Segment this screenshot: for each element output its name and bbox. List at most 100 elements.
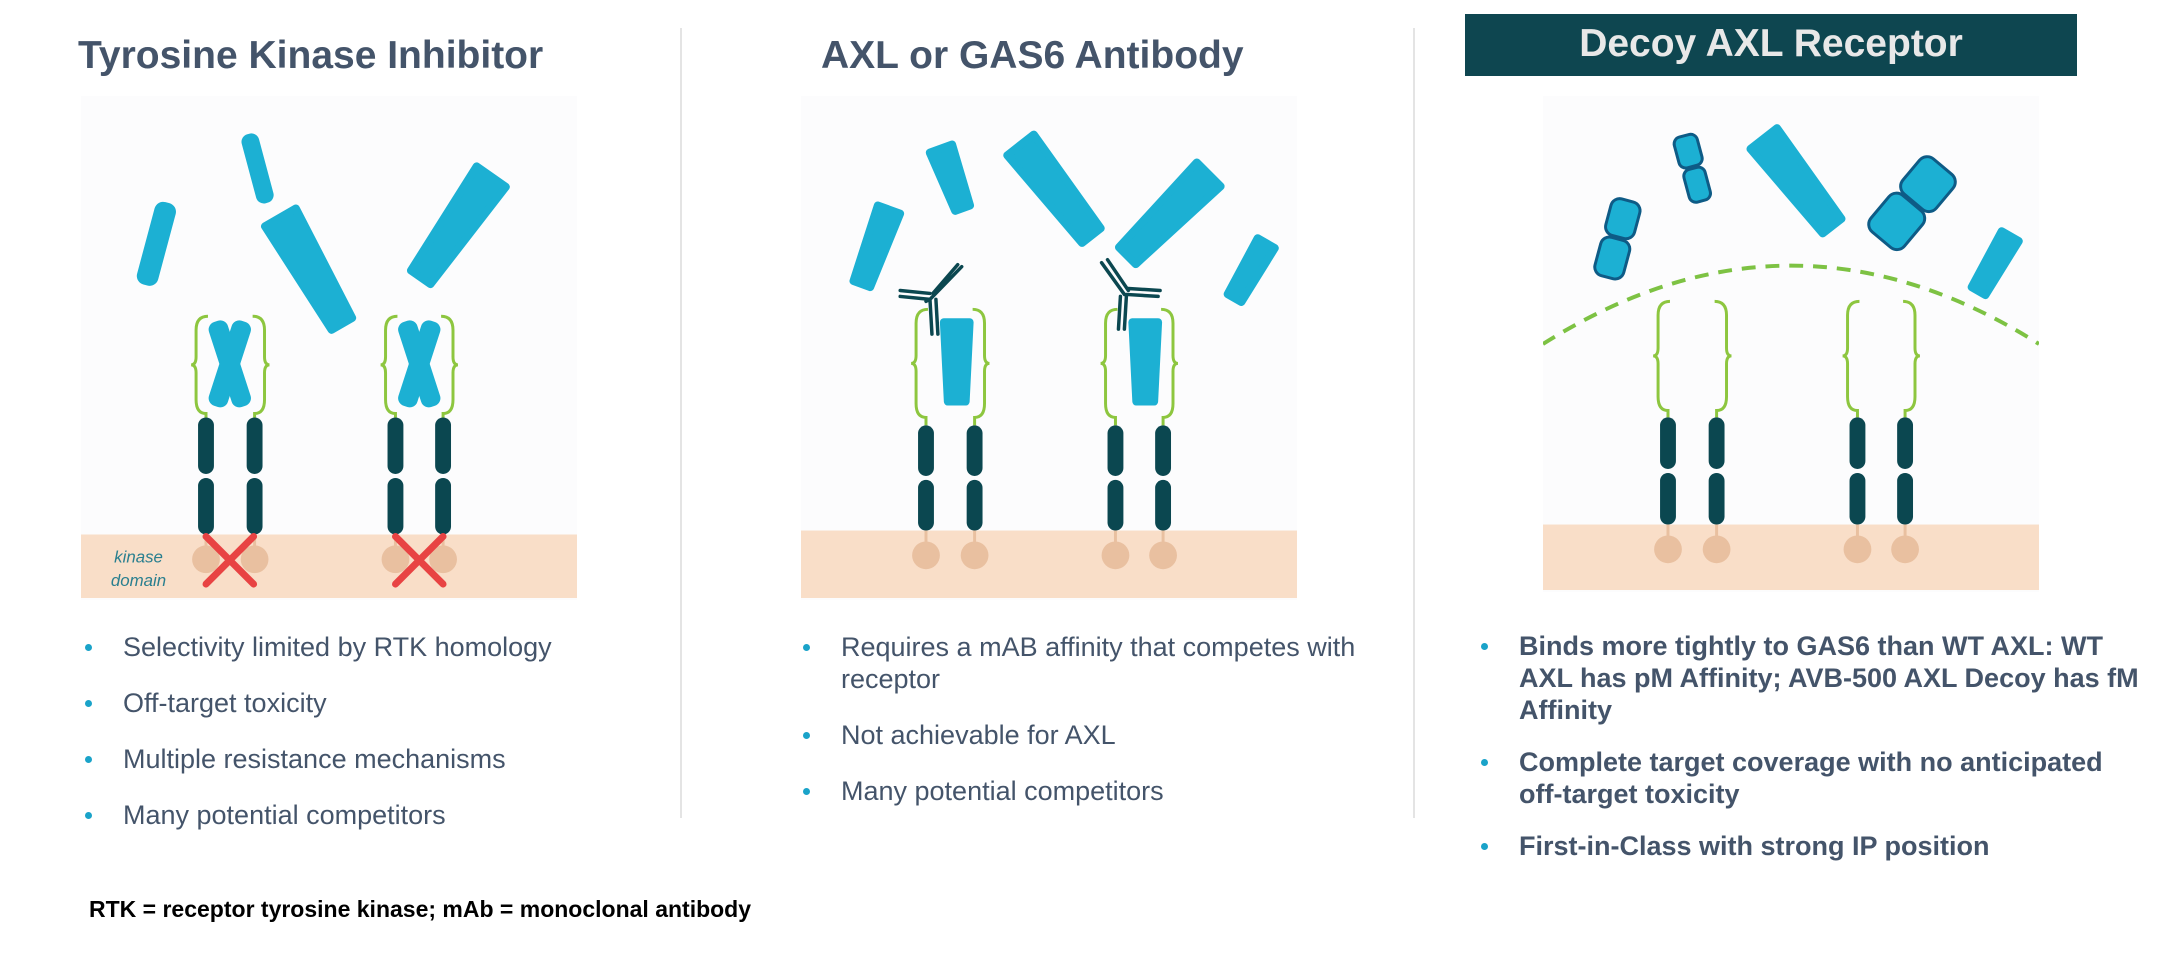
- column-title-tki: Tyrosine Kinase Inhibitor: [78, 34, 544, 77]
- kinase-domain: [1654, 535, 1682, 564]
- blocked-x-icon: [391, 533, 447, 588]
- bullet-item: First-in-Class with strong IP position: [1477, 830, 2147, 862]
- bound-ligand: [1128, 318, 1163, 406]
- fn3-domain: [435, 477, 452, 535]
- fn3-domain: [1155, 425, 1172, 476]
- antibody: [898, 262, 964, 336]
- gas6-ligand: [241, 133, 274, 204]
- fn3-domain: [1708, 417, 1725, 469]
- axl-receptor: [429, 314, 459, 574]
- gas6-ligand: [1967, 227, 2023, 300]
- axl-receptors: [190, 314, 459, 574]
- gas6-ligand: [925, 140, 975, 215]
- ligands: [136, 133, 510, 334]
- kinase-domain: [429, 545, 457, 574]
- fn3-domain: [966, 479, 983, 531]
- bullet-item: Requires a mAB affinity that competes wi…: [799, 631, 1389, 695]
- inhibited-ligand: [208, 320, 251, 408]
- fn3-domain: [1897, 472, 1914, 525]
- fn3-domain: [918, 479, 934, 531]
- kinase-domain: [240, 545, 269, 574]
- gas6-ligand: [406, 162, 510, 289]
- decoy-barrier-arc: [1543, 263, 2039, 346]
- gas6-ligand: [136, 201, 176, 286]
- column-title-antibody: AXL or GAS6 Antibody: [821, 34, 1244, 77]
- bullet-item: Many potential competitors: [81, 799, 641, 831]
- fn3-domain: [198, 417, 214, 474]
- ig-domain-outline: [252, 314, 270, 418]
- ig-domain-outline: [1652, 299, 1671, 418]
- cell-membrane: [81, 534, 577, 598]
- fn3-domain: [966, 425, 983, 476]
- bullet-item: Multiple resistance mechanisms: [81, 743, 641, 775]
- bullet-item: Binds more tightly to GAS6 than WT AXL: …: [1477, 630, 2147, 726]
- axl-receptor: [1149, 307, 1179, 570]
- axl-receptor: [1100, 307, 1130, 570]
- bullet-item: Selectivity limited by RTK homology: [81, 631, 641, 663]
- ig-domain-outline: [1842, 299, 1860, 418]
- ig-domain-outline: [441, 314, 459, 418]
- gas6-ligand: [849, 201, 905, 292]
- fn3-domain: [387, 477, 404, 535]
- axl-receptor: [1702, 299, 1732, 564]
- blocked-x-icon: [202, 533, 258, 588]
- tki-diagram: kinase domain: [81, 96, 577, 600]
- axl-receptor: [960, 307, 990, 570]
- kinase-domain: [1702, 535, 1731, 564]
- ig-domain-outline: [380, 314, 398, 418]
- ig-domain-outline: [1714, 299, 1732, 418]
- cell-membrane: [1543, 524, 2039, 591]
- ig-domain-outline: [1903, 299, 1921, 418]
- kinase-domain: [912, 541, 940, 570]
- ig-domain-outline: [972, 307, 990, 426]
- fn3-domain: [1660, 472, 1676, 525]
- kinase-domain: [192, 545, 220, 574]
- kinase-domain: [1149, 541, 1177, 570]
- decoy-bullets: Binds more tightly to GAS6 than WT AXL: …: [1477, 630, 2147, 882]
- antibody: [1099, 257, 1162, 331]
- fn3-domain: [1107, 479, 1124, 531]
- axl-receptor: [910, 307, 940, 570]
- fn3-domain: [246, 477, 263, 535]
- kinase-domain-label: domain: [111, 571, 166, 590]
- gas6-ligand: [1746, 124, 1846, 238]
- fn3-domain: [435, 417, 452, 474]
- cell-membrane: [801, 530, 1297, 598]
- axl-receptor: [190, 314, 220, 574]
- column-title-decoy: Decoy AXL Receptor: [1465, 14, 2077, 76]
- decoy-diagram: [1543, 96, 2039, 592]
- kinase-domain: [1843, 535, 1872, 564]
- axl-receptor: [1652, 299, 1682, 564]
- kinase-domain: [1101, 541, 1130, 570]
- ig-domain-outline: [1161, 307, 1179, 426]
- antibody-diagram: [801, 96, 1297, 600]
- bullet-item: Many potential competitors: [799, 775, 1389, 807]
- decoy-complex: [1593, 132, 1957, 281]
- gas6-ligand: [1223, 234, 1279, 307]
- fn3-domain: [198, 477, 214, 535]
- fn3-domain: [1897, 417, 1914, 469]
- kinase-domain: [1891, 535, 1919, 564]
- fn3-domain: [1660, 417, 1676, 469]
- fn3-domain: [1708, 472, 1725, 525]
- fn3-domain: [1849, 417, 1866, 469]
- bullet-item: Off-target toxicity: [81, 687, 641, 719]
- fn3-domain: [387, 417, 404, 474]
- axl-receptor: [1891, 299, 1921, 564]
- bound-ligand: [939, 318, 974, 406]
- fn3-domain: [918, 425, 934, 476]
- ig-domain-outline: [190, 314, 209, 418]
- axl-receptors: [1652, 299, 1921, 564]
- axl-receptor: [240, 314, 270, 574]
- footnote: RTK = receptor tyrosine kinase; mAb = mo…: [89, 896, 752, 922]
- antibody-bullets: Requires a mAB affinity that competes wi…: [799, 631, 1389, 831]
- axl-receptor: [1842, 299, 1872, 564]
- gas6-ligand: [1114, 158, 1225, 269]
- kinase-domain: [960, 541, 989, 570]
- inhibited-ligand: [398, 320, 441, 408]
- fn3-domain: [1155, 479, 1172, 531]
- gas6-ligand: [260, 204, 357, 334]
- ig-domain-outline: [910, 307, 929, 426]
- column-divider: [1413, 28, 1415, 818]
- axl-receptors: [910, 307, 1179, 570]
